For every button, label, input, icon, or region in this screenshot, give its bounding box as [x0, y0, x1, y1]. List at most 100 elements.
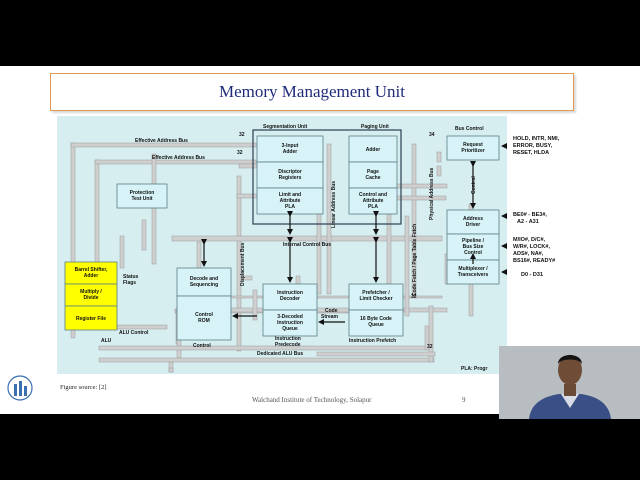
displacement-bus-label: Displacement Bus: [240, 242, 246, 286]
register-file-label: Register File: [76, 316, 106, 322]
decoded-queue-label-1: 3-Decoded: [277, 314, 303, 320]
block-page-cache: Page Cache: [348, 161, 398, 189]
code-fetch-bus-label: Code Fetch / Page Table Fetch: [412, 224, 418, 296]
institute-logo-icon: [7, 375, 33, 401]
paging-adder-label: Adder: [366, 147, 381, 153]
page-cache-label-2: Cache: [365, 175, 380, 181]
code-queue-label-2: Queue: [368, 322, 384, 328]
slide-title-box: Memory Management Unit: [50, 73, 574, 111]
signal-mio-4: BS16#, READY#: [513, 258, 555, 264]
block-diagram-svg: 3-Input Adder Discriptor Registers Limit…: [64, 124, 507, 373]
multiply-divide-label-2: Divide: [83, 295, 98, 301]
block-16-byte-code-queue: 16 Byte Code Queue: [348, 309, 404, 337]
control-vertical-label: Control: [471, 176, 477, 194]
request-prioritizer-label-2: Prioritizer: [461, 148, 484, 154]
prefetcher-label-1: Prefetcher /: [362, 290, 390, 296]
signal-be-1: BE0# - BE3#,: [513, 212, 547, 218]
address-driver-label-1: Address: [463, 216, 483, 222]
code-stream-label-1: Code: [325, 308, 338, 314]
decode-seq-label-2: Sequencing: [190, 282, 218, 288]
footer-page-number: 9: [462, 396, 466, 404]
bus-width-34: 34: [429, 132, 435, 138]
control-attr-label-1: Control and: [359, 192, 387, 198]
instruction-predecode-label-2: Predecode: [275, 342, 301, 348]
status-flags-label-2: Flags: [123, 280, 136, 286]
code-stream-label-2: Stream: [321, 314, 339, 320]
paging-unit-label: Paging Unit: [361, 124, 389, 130]
bus-width-32-d: 32: [427, 344, 433, 350]
barrel-shifter-label-1: Barrel Shifter,: [75, 267, 108, 273]
multiplexer-label-1: Multiplexer /: [458, 266, 488, 272]
pipeline-label-3: Control: [464, 250, 482, 256]
pla-note-label: PLA: Progr: [461, 366, 487, 372]
code-queue-label-1: 16 Byte Code: [360, 316, 392, 322]
block-request-prioritizer: Request Prioritizer: [446, 135, 500, 161]
signal-mio-1: M/IO#, D/C#,: [513, 237, 546, 243]
signal-mio-3: ADS#, NA#,: [513, 251, 544, 257]
segmentation-unit-label: Segmentation Unit: [263, 124, 308, 130]
control-attr-label-2: Attribute: [363, 198, 384, 204]
block-address-driver: Address Driver: [446, 209, 500, 235]
multiply-divide-label-1: Multiply /: [80, 289, 102, 295]
footer-institute: Walchand Institute of Technology, Solapu…: [252, 396, 372, 404]
signal-hold-2: ERROR, BUSY,: [513, 143, 553, 149]
presenter-webcam: [499, 346, 640, 419]
block-decode-sequencing: Decode and Sequencing: [176, 267, 232, 297]
signal-hold-1: HOLD, INTR, NMI,: [513, 136, 560, 142]
limit-attr-label-2: Attribute: [280, 198, 301, 204]
three-input-adder-label-2: Adder: [283, 149, 298, 155]
signal-data: D0 - D31: [521, 272, 543, 278]
block-instruction-decoder: Instruction Decoder: [262, 283, 318, 311]
segmentation-paging-frame: [252, 129, 402, 225]
decoded-queue-label-2: Instruction: [277, 320, 303, 326]
control-rom-label-1: Control: [195, 312, 213, 318]
three-input-adder-label-1: 3-Input: [282, 143, 299, 149]
effective-address-bus-1-label: Effective Address Bus: [135, 138, 188, 144]
block-3-input-adder: 3-Input Adder: [256, 135, 324, 163]
internal-control-bus-label: Internal Control Bus: [283, 242, 331, 248]
status-flags-label-1: Status: [123, 274, 139, 280]
protection-test-label-1: Protection: [130, 190, 155, 196]
bus-width-32-c: 32: [411, 294, 417, 300]
page-cache-label-1: Page: [367, 169, 379, 175]
signal-hold-3: RESET, HLDA: [513, 150, 549, 156]
external-signal-arrows: [501, 143, 507, 275]
physical-address-bus-label: Physical Address Bus: [429, 167, 435, 220]
external-signals: HOLD, INTR, NMI, ERROR, BUSY, RESET, HLD…: [513, 136, 560, 278]
block-decoded-instruction-queue: 3-Decoded Instruction Queue: [262, 309, 318, 337]
request-prioritizer-label-1: Request: [463, 142, 483, 148]
pipeline-label-1: Pipeline /: [462, 238, 485, 244]
slide: Memory Management Unit: [0, 66, 640, 414]
block-control-rom: Control ROM: [176, 295, 232, 341]
descriptor-registers-label-2: Registers: [279, 175, 302, 181]
bus-control-label: Bus Control: [455, 126, 484, 132]
effective-address-bus-2-label: Effective Address Bus: [152, 155, 205, 161]
block-prefetcher-limit-checker: Prefetcher / Limit Checker: [348, 283, 404, 311]
signal-arrows: [201, 161, 476, 325]
block-descriptor-registers: Discriptor Registers: [256, 161, 324, 189]
multiplexer-label-2: Transceivers: [458, 272, 489, 278]
block-barrel-shifter-adder: Barrel Shifter, Adder: [64, 261, 118, 285]
slide-title: Memory Management Unit: [218, 82, 405, 101]
block-register-file: Register File: [64, 305, 118, 331]
barrel-shifter-label-2: Adder: [84, 273, 99, 279]
block-limit-attribute-pla: Limit and Attribute PLA: [256, 187, 324, 215]
control-attr-label-3: PLA: [368, 204, 378, 210]
bus-width-32-b: 32: [237, 150, 243, 156]
alu-label: ALU: [101, 338, 112, 344]
mmu-block-diagram: 3-Input Adder Discriptor Registers Limit…: [57, 116, 507, 374]
alu-control-label: ALU Control: [119, 330, 149, 336]
limit-attr-label-3: PLA: [285, 204, 295, 210]
signal-mio-2: W/R#, LOCK#,: [513, 244, 550, 250]
block-paging-adder: Adder: [348, 135, 398, 163]
pipeline-label-2: Bus Size: [463, 244, 484, 250]
protection-test-label-2: Test Unit: [131, 196, 152, 202]
block-multiplexer-transceivers: Multiplexer / Transceivers: [446, 259, 500, 285]
block-control-attribute-pla: Control and Attribute PLA: [348, 187, 398, 215]
linear-address-bus-label: Linear Address Bus: [331, 181, 337, 228]
address-driver-label-2: Driver: [466, 222, 481, 228]
dedicated-alu-bus-label: Dedicated ALU Bus: [257, 351, 303, 357]
decoded-queue-label-3: Queue: [282, 326, 298, 332]
control-label: Control: [193, 343, 211, 349]
bus-width-32-a: 32: [239, 132, 245, 138]
